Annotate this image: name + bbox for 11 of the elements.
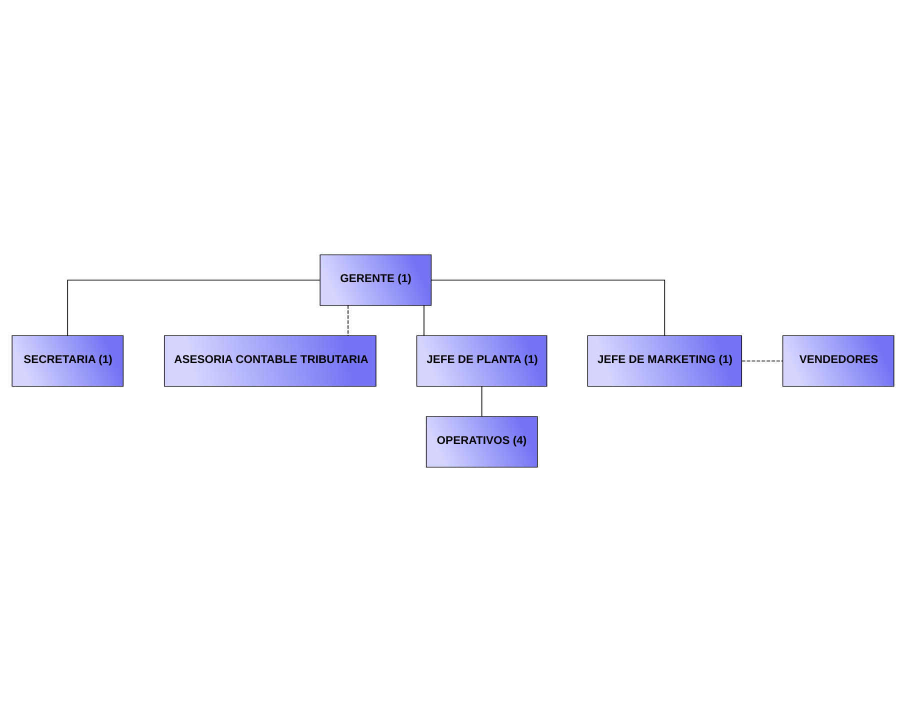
- node-box: JEFE DE MARKETING (1): [587, 334, 742, 386]
- connector: [430, 279, 666, 336]
- node-box: SECRETARIA (1): [12, 334, 124, 386]
- node-box: ASESORIA CONTABLE TRIBUTARIA: [164, 334, 376, 386]
- node-box: OPERATIVOS (4): [426, 416, 538, 468]
- connector: [741, 360, 784, 361]
- node-box: JEFE DE PLANTA (1): [416, 334, 548, 386]
- connector: [481, 385, 482, 416]
- node-box: GERENTE (1): [320, 254, 432, 306]
- connector: [67, 279, 320, 336]
- node-box: VENDEDORES: [782, 334, 894, 386]
